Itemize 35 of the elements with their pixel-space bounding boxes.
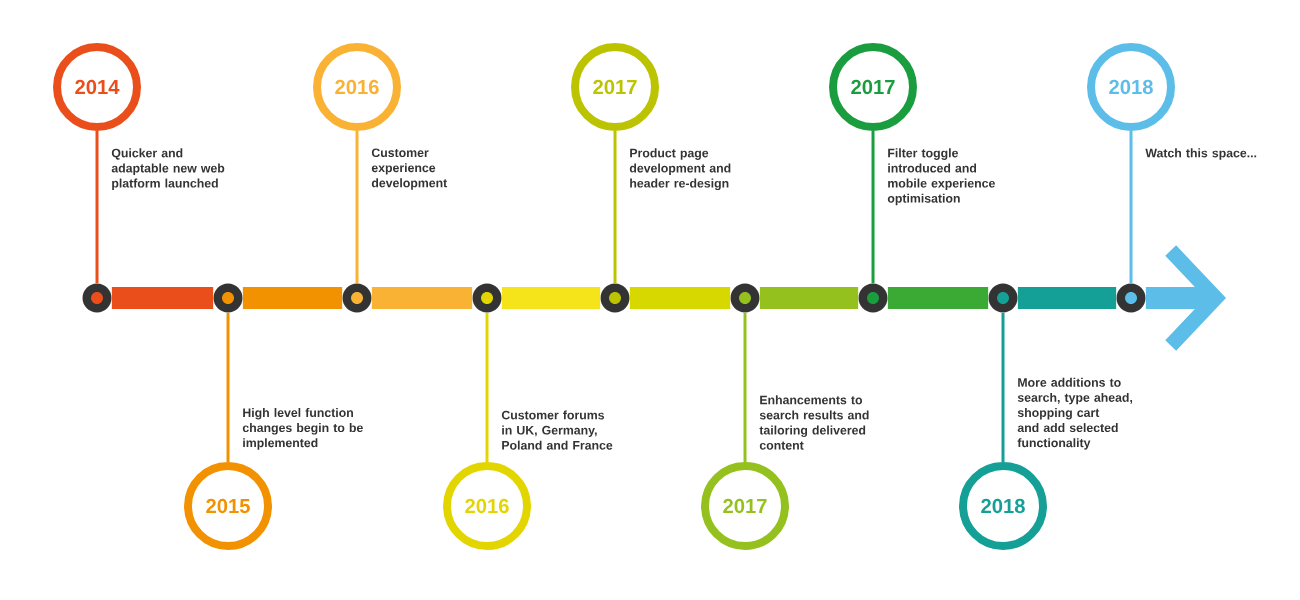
timeline-bar (629, 287, 731, 309)
connector-line (226, 312, 230, 462)
event-description: Filter toggle introduced and mobile experience optimisation (887, 148, 995, 206)
event-description: High level function changes begin to be implemented (242, 408, 363, 450)
timeline-bar (501, 287, 601, 309)
event-description: More additions to search, type ahead, shopping cart and add selected functionality (1017, 377, 1133, 450)
connector-line (355, 131, 359, 284)
event-description: Enhancements to search results and tailoring delivered content (759, 395, 869, 450)
timeline-bar (1017, 287, 1117, 309)
timeline-dot (600, 283, 630, 313)
timeline-bar (759, 287, 859, 309)
timeline-bar (371, 287, 473, 309)
timeline-bar (111, 287, 214, 309)
connector-line (1001, 312, 1005, 462)
event-description: Quicker and adaptable new web platform launched (111, 148, 225, 191)
connector-line (871, 131, 875, 284)
timeline-dot (730, 283, 760, 313)
timeline-dot (472, 283, 502, 313)
connector-line (613, 131, 617, 284)
event-description: Product page development and header re-design (629, 148, 731, 191)
timeline-dot (82, 283, 112, 313)
timeline-dot (342, 283, 372, 313)
timeline-bar (887, 287, 989, 309)
timeline-dot (1116, 283, 1146, 313)
connector-line (1129, 131, 1133, 284)
event-description: Watch this space... (1145, 148, 1257, 160)
connector-line (485, 312, 489, 462)
timeline-dot (213, 283, 243, 313)
connector-line (95, 131, 99, 284)
event-description: Customer experience development (371, 148, 448, 190)
timeline-dot (858, 283, 888, 313)
event-description: Customer forums in UK, Germany, Poland and France (501, 410, 613, 450)
timeline-dot (988, 283, 1018, 313)
connector-line (743, 312, 747, 462)
timeline-bar (242, 287, 343, 309)
